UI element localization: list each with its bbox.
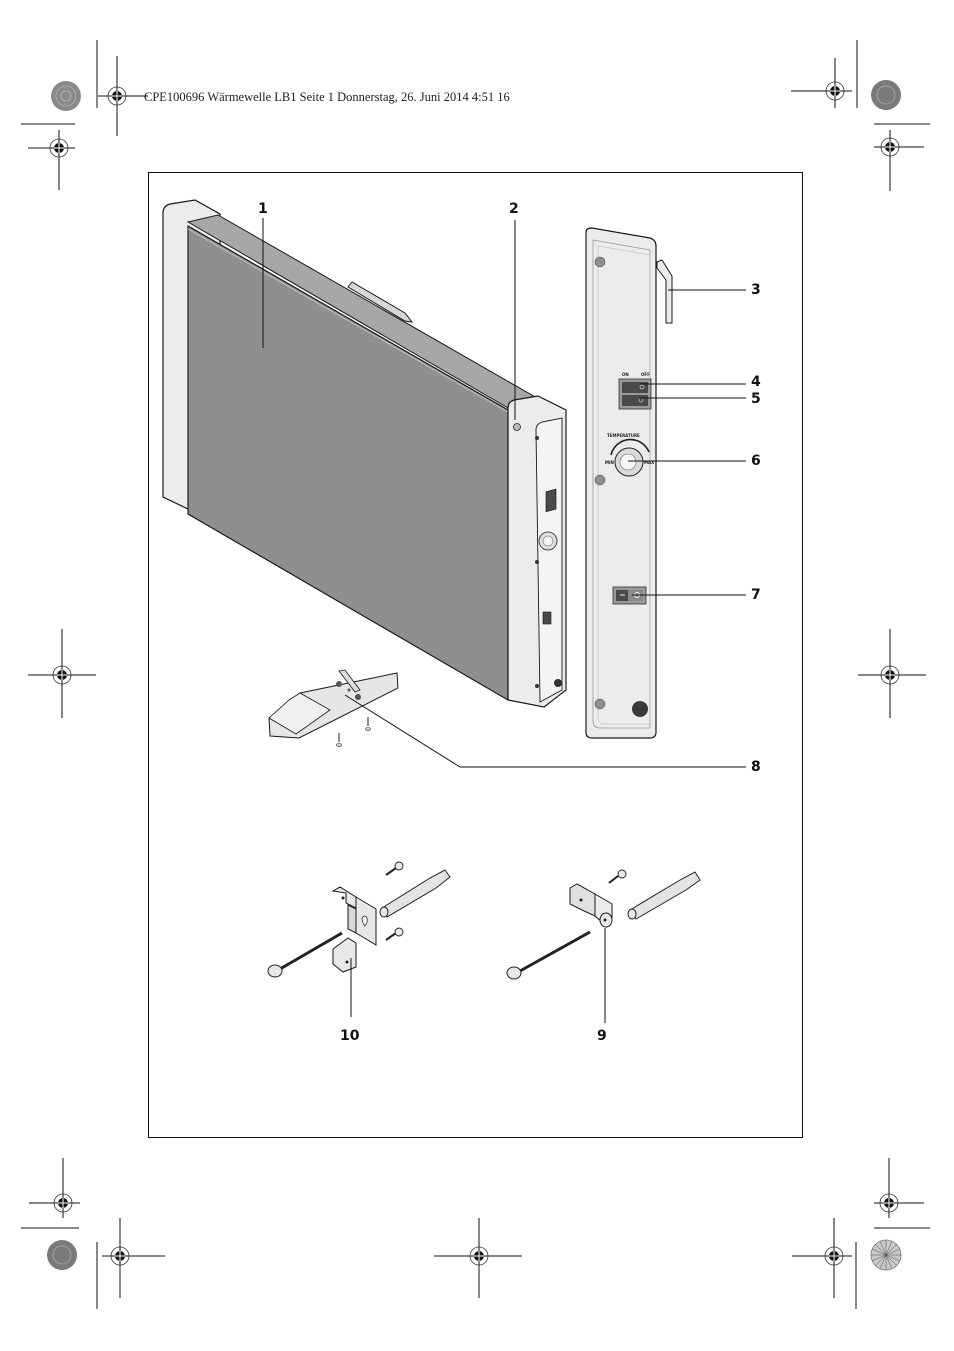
switch-on-label: ON [622, 372, 629, 377]
registration-mark-icon [792, 1218, 857, 1309]
print-slug-header: CPE100696 Wärmewelle LB1 Seite 1 Donners… [144, 90, 510, 104]
thermostat-label: TEMPERATURE [607, 433, 640, 438]
callout-9: 9 [597, 1028, 607, 1044]
registration-mark-icon [96, 40, 148, 136]
callout-7: 7 [751, 587, 761, 603]
registration-mark-icon [791, 40, 858, 108]
starburst-calibration-icon [870, 1239, 902, 1271]
callout-2: 2 [509, 201, 519, 217]
registration-mark-icon [96, 1218, 165, 1309]
switch-off-label: OFF [641, 372, 650, 377]
starburst-calibration-icon [51, 81, 81, 111]
registration-mark-icon [28, 629, 96, 718]
wall-bracket-set-9 [506, 869, 701, 1023]
callout-8: 8 [751, 759, 761, 775]
registration-mark-icon [858, 629, 926, 718]
starburst-calibration-icon [47, 1240, 77, 1270]
registration-mark-icon [874, 1158, 930, 1229]
callout-5: 5 [751, 391, 761, 407]
control-panel-side-view: ON OFF TEMPERATURE MIN MAX [585, 227, 673, 739]
callout-4: 4 [751, 374, 761, 390]
starburst-calibration-icon [871, 80, 901, 110]
stand-foot [268, 669, 399, 747]
callout-10: 10 [340, 1028, 360, 1044]
registration-mark-icon [21, 123, 75, 190]
callout-6: 6 [751, 453, 761, 469]
registration-mark-icon [21, 1158, 80, 1229]
illustration-frame [148, 172, 803, 1138]
registration-mark-icon [874, 123, 930, 191]
heater-body [162, 199, 567, 708]
wall-bracket-set-10 [267, 861, 451, 1017]
callout-1: 1 [258, 201, 268, 217]
thermostat-max-label: MAX [644, 460, 654, 465]
thermostat-min-label: MIN [605, 460, 614, 465]
callout-3: 3 [751, 282, 761, 298]
registration-mark-icon [434, 1218, 522, 1298]
leader-lines [262, 218, 746, 768]
